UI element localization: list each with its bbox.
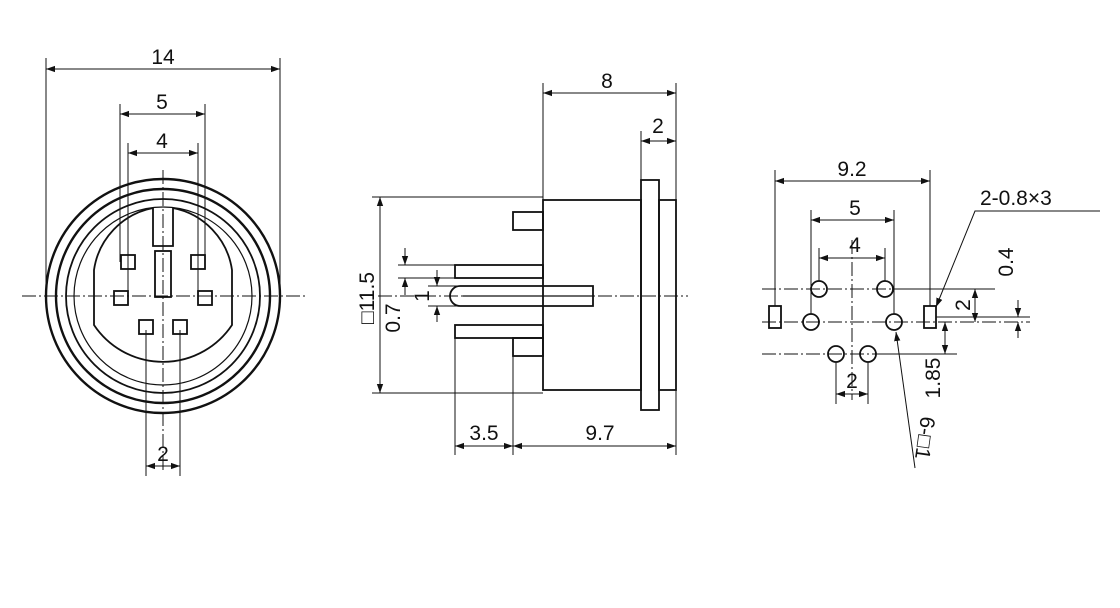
dim-pin-thickness: 1 xyxy=(411,290,434,302)
side-boss xyxy=(512,211,544,231)
side-center-pin xyxy=(449,285,594,307)
front-ring-3 xyxy=(65,198,261,394)
front-socket-shell xyxy=(93,206,233,363)
front-center-key xyxy=(154,250,172,298)
front-ring-4 xyxy=(73,206,253,386)
side-body xyxy=(542,199,642,391)
side-flange xyxy=(640,179,660,411)
leader-tab-slot xyxy=(935,210,1100,308)
side-pin xyxy=(454,324,544,339)
dim-inner-pin-span: 4 xyxy=(156,130,168,153)
dim-inner-hole-span: 4 xyxy=(849,234,861,257)
front-ring-2 xyxy=(54,187,272,405)
dim-tab-slot: 2-0.8×3 xyxy=(980,187,1052,210)
dim-tab-span: 9.2 xyxy=(837,158,866,181)
dim-pin-width: 0.7 xyxy=(382,303,405,332)
dim-bottom-row-offset: 1.85 xyxy=(922,358,945,399)
dim-outer-hole-span: 5 xyxy=(849,197,861,220)
dim-flange-thickness: 2 xyxy=(652,115,664,138)
pcb-tab-slot xyxy=(768,305,782,329)
pcb-tab-slot xyxy=(923,305,937,329)
side-boss xyxy=(512,337,544,357)
dim-tab-row-offset: 2 xyxy=(952,299,975,311)
front-pin-hole xyxy=(197,290,213,306)
side-pin xyxy=(454,264,544,279)
dim-outer-pin-span: 5 xyxy=(156,91,168,114)
dim-row-offset: 0.4 xyxy=(995,247,1018,277)
dim-key-width: 2 xyxy=(157,443,169,466)
dim-bottom-hole-pitch: 2 xyxy=(846,370,858,393)
leader-hole-callout xyxy=(894,331,916,469)
dim-hole-callout: 6-□1 xyxy=(910,415,939,461)
front-view: 14 5 4 2 xyxy=(22,46,305,476)
dim-body-size: □11.5 xyxy=(356,272,379,324)
dim-overall-width: 14 xyxy=(151,46,175,69)
dim-pin-length: 3.5 xyxy=(469,422,498,445)
dim-depth: 8 xyxy=(601,70,613,93)
dim-body-length: 9.7 xyxy=(585,422,614,445)
side-view: 8 2 □11.5 0.7 1 3.5 9.7 xyxy=(356,70,688,455)
pcb-layout: 9.2 5 4 2-0.8×3 0.4 2 2 1.85 xyxy=(762,158,1100,469)
front-pin-hole xyxy=(113,290,129,306)
side-flange-lip xyxy=(658,199,677,391)
